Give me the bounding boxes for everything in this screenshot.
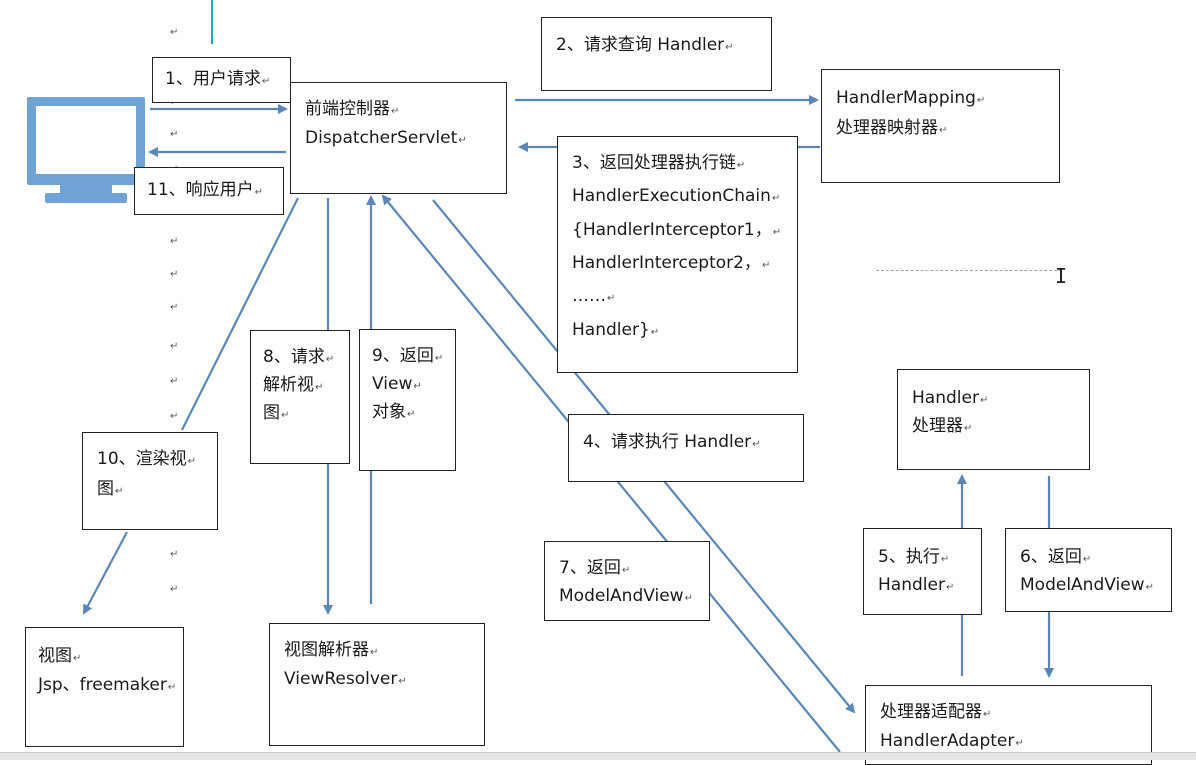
return-6-line-1: 6、返回 <box>1020 543 1171 571</box>
dispatcher-servlet-box: 前端控制器 DispatcherServlet <box>290 82 507 194</box>
computer-monitor-icon <box>27 97 145 203</box>
return-view-box: 9、返回 View 对象 <box>359 329 456 471</box>
return-7-line-1: 7、返回 <box>559 554 709 582</box>
handler-close: Handler} <box>572 314 797 347</box>
render-view-box: 10、渲染视 图 <box>82 432 218 530</box>
handler-mapping-name: HandlerMapping <box>836 84 1059 114</box>
execution-chain-box: 3、返回处理器执行链 HandlerExecutionChain {Handle… <box>557 136 798 373</box>
text-cursor-icon: I <box>1055 264 1068 288</box>
handler-adapter-name: HandlerAdapter <box>880 727 1151 756</box>
view-resolver-box: 视图解析器 ViewResolver <box>269 623 485 746</box>
user-request-box: 1、用户请求 <box>152 57 291 103</box>
execute-handler-request-label: 4、请求执行 Handler <box>583 429 803 455</box>
return-6-line-2: ModelAndView <box>1020 571 1171 599</box>
interceptor-1: {HandlerInterceptor1， <box>572 214 797 247</box>
handler-name: Handler <box>912 384 1089 412</box>
paragraph-mark-icon: ↵ <box>170 584 179 595</box>
paragraph-mark-icon: ↵ <box>170 302 179 313</box>
execute-5-line-1: 5、执行 <box>878 543 981 571</box>
paragraph-mark-icon: ↵ <box>170 27 179 38</box>
paragraph-mark-icon: ↵ <box>170 411 179 422</box>
view-types: Jsp、freemaker <box>38 671 183 700</box>
window-bottom-edge <box>0 752 1196 760</box>
ellipsis: …… <box>572 280 797 313</box>
query-handler-label: 2、请求查询 Handler <box>556 32 771 58</box>
request-resolve-view-box: 8、请求 解析视 图 <box>250 330 350 464</box>
arrow-dispatcher-to-render <box>181 197 299 431</box>
return-model-and-view-6-box: 6、返回 ModelAndView <box>1005 528 1172 612</box>
paragraph-mark-icon: ↵ <box>170 341 179 352</box>
request-resolve-line-1: 8、请求 <box>263 343 349 371</box>
render-view-line-1: 10、渲染视 <box>97 445 217 475</box>
execution-chain-name: HandlerExecutionChain <box>572 180 797 213</box>
view-resolver-name: ViewResolver <box>284 665 484 694</box>
interceptor-2: HandlerInterceptor2， <box>572 247 797 280</box>
request-resolve-line-3: 图 <box>263 399 349 427</box>
respond-user-label: 11、响应用户 <box>147 177 283 203</box>
paragraph-mark-icon: ↵ <box>170 376 179 387</box>
handler-title: 处理器 <box>912 412 1089 440</box>
dispatcher-name: DispatcherServlet <box>305 124 506 153</box>
execution-chain-step: 3、返回处理器执行链 <box>572 147 797 180</box>
execute-handler-request-box: 4、请求执行 Handler <box>568 414 804 482</box>
view-resolver-title: 视图解析器 <box>284 636 484 665</box>
query-handler-box: 2、请求查询 Handler <box>541 17 772 91</box>
view-title: 视图 <box>38 642 183 671</box>
paragraph-mark-icon: ↵ <box>170 236 179 247</box>
return-view-line-3: 对象 <box>372 398 455 426</box>
paragraph-mark-icon: ↵ <box>170 269 179 280</box>
render-view-line-2: 图 <box>97 475 217 505</box>
view-box: 视图 Jsp、freemaker <box>25 627 184 747</box>
handler-box: Handler 处理器 <box>897 369 1090 470</box>
execute-handler-5-box: 5、执行 Handler <box>863 528 982 615</box>
handler-adapter-box: 处理器适配器 HandlerAdapter <box>865 685 1152 765</box>
handler-mapping-title: 处理器映射器 <box>836 114 1059 144</box>
handler-adapter-title: 处理器适配器 <box>880 698 1151 727</box>
return-view-line-2: View <box>372 370 455 398</box>
respond-user-box: 11、响应用户 <box>134 167 284 215</box>
request-resolve-line-2: 解析视 <box>263 371 349 399</box>
dashed-guide-line <box>876 270 1062 271</box>
arrow-render-to-view <box>83 531 128 615</box>
return-7-line-2: ModelAndView <box>559 582 709 610</box>
handler-mapping-box: HandlerMapping 处理器映射器 <box>821 69 1060 183</box>
paragraph-mark-icon: ↵ <box>170 549 179 560</box>
execute-5-line-2: Handler <box>878 571 981 599</box>
return-view-line-1: 9、返回 <box>372 342 455 370</box>
user-request-label: 1、用户请求 <box>165 66 290 92</box>
return-model-and-view-7-box: 7、返回 ModelAndView <box>544 541 710 621</box>
paragraph-mark-icon: ↵ <box>170 129 179 140</box>
dispatcher-title: 前端控制器 <box>305 95 506 124</box>
cursor-guide-line <box>211 0 213 44</box>
